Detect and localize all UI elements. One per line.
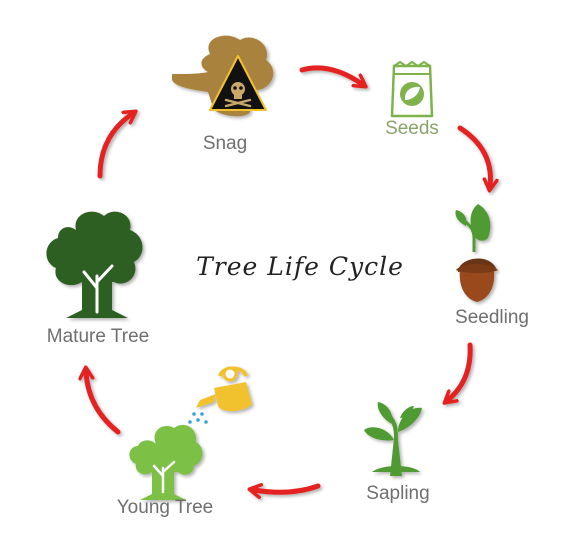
arrow-seeds-to-seedling [457,125,490,186]
arrow-mature-tree-to-snag [97,114,132,179]
label-seedling: Seedling [455,307,529,328]
arrow-snag-to-seeds [299,65,362,84]
young-tree-trunk-detail [152,460,176,494]
diagram-title: Tree Life Cycle [196,252,404,281]
mature-tree-icon [46,211,143,318]
label-mature-tree: Mature Tree [46,326,150,347]
arrow-sapling-to-young-tree [254,486,321,492]
hazard-skull-icon [209,55,267,111]
label-young-tree: Young Tree [116,497,214,518]
mature-tree-trunk-detail [82,264,114,314]
acorn-seedling-icon [455,204,498,302]
young-tree-icon [129,424,203,500]
label-sapling: Sapling [366,483,430,504]
seed-packet-icon [390,60,434,118]
arrow-seedling-to-sapling [448,342,473,400]
label-seeds: Seeds [385,118,439,139]
arrow-young-tree-to-mature-tree [86,372,121,435]
watering-can-icon [196,366,252,412]
sapling-icon [364,402,422,476]
label-snag: Snag [202,133,248,154]
water-drops [188,412,208,424]
